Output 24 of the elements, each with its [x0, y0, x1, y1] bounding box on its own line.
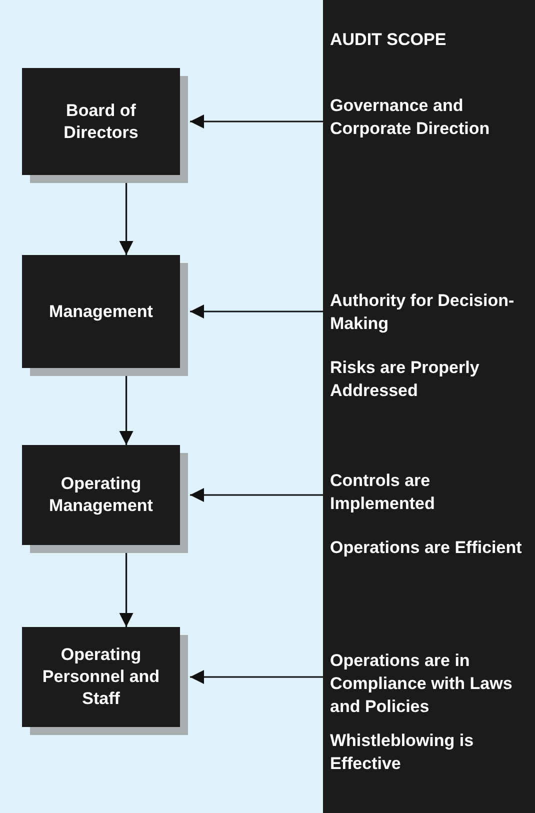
scope-item-text: Governance and Corporate Direction [323, 94, 535, 164]
scope-item-text: Controls are Implemented [323, 469, 535, 516]
box-label: Operating Management [48, 473, 154, 517]
arrow [190, 670, 323, 684]
scope-item-text: Operations are in Compliance with Laws and Policies [323, 649, 535, 719]
arrow [190, 114, 323, 128]
arrow [190, 304, 323, 318]
scope-item-text: Operations are Efficient [323, 536, 535, 583]
box-label: Board of Directors [62, 100, 140, 144]
scope-item-text: Risks are Properly Addressed [323, 356, 535, 426]
arrow [119, 376, 134, 445]
box-label: Management [48, 300, 154, 322]
panel-heading: AUDIT SCOPE [330, 29, 446, 51]
process-box [22, 627, 180, 727]
arrow [190, 488, 323, 502]
process-box [22, 445, 180, 545]
process-box [22, 255, 180, 368]
arrow [119, 183, 134, 255]
arrow [119, 553, 134, 627]
box-label: Operating Personnel and Staff [41, 644, 161, 710]
scope-item-text: Whistleblowing is Effective [323, 729, 535, 776]
audit-scope-panel [323, 0, 535, 813]
scope-item-text: Authority for Decision-Making [323, 289, 535, 336]
process-box [22, 68, 180, 175]
